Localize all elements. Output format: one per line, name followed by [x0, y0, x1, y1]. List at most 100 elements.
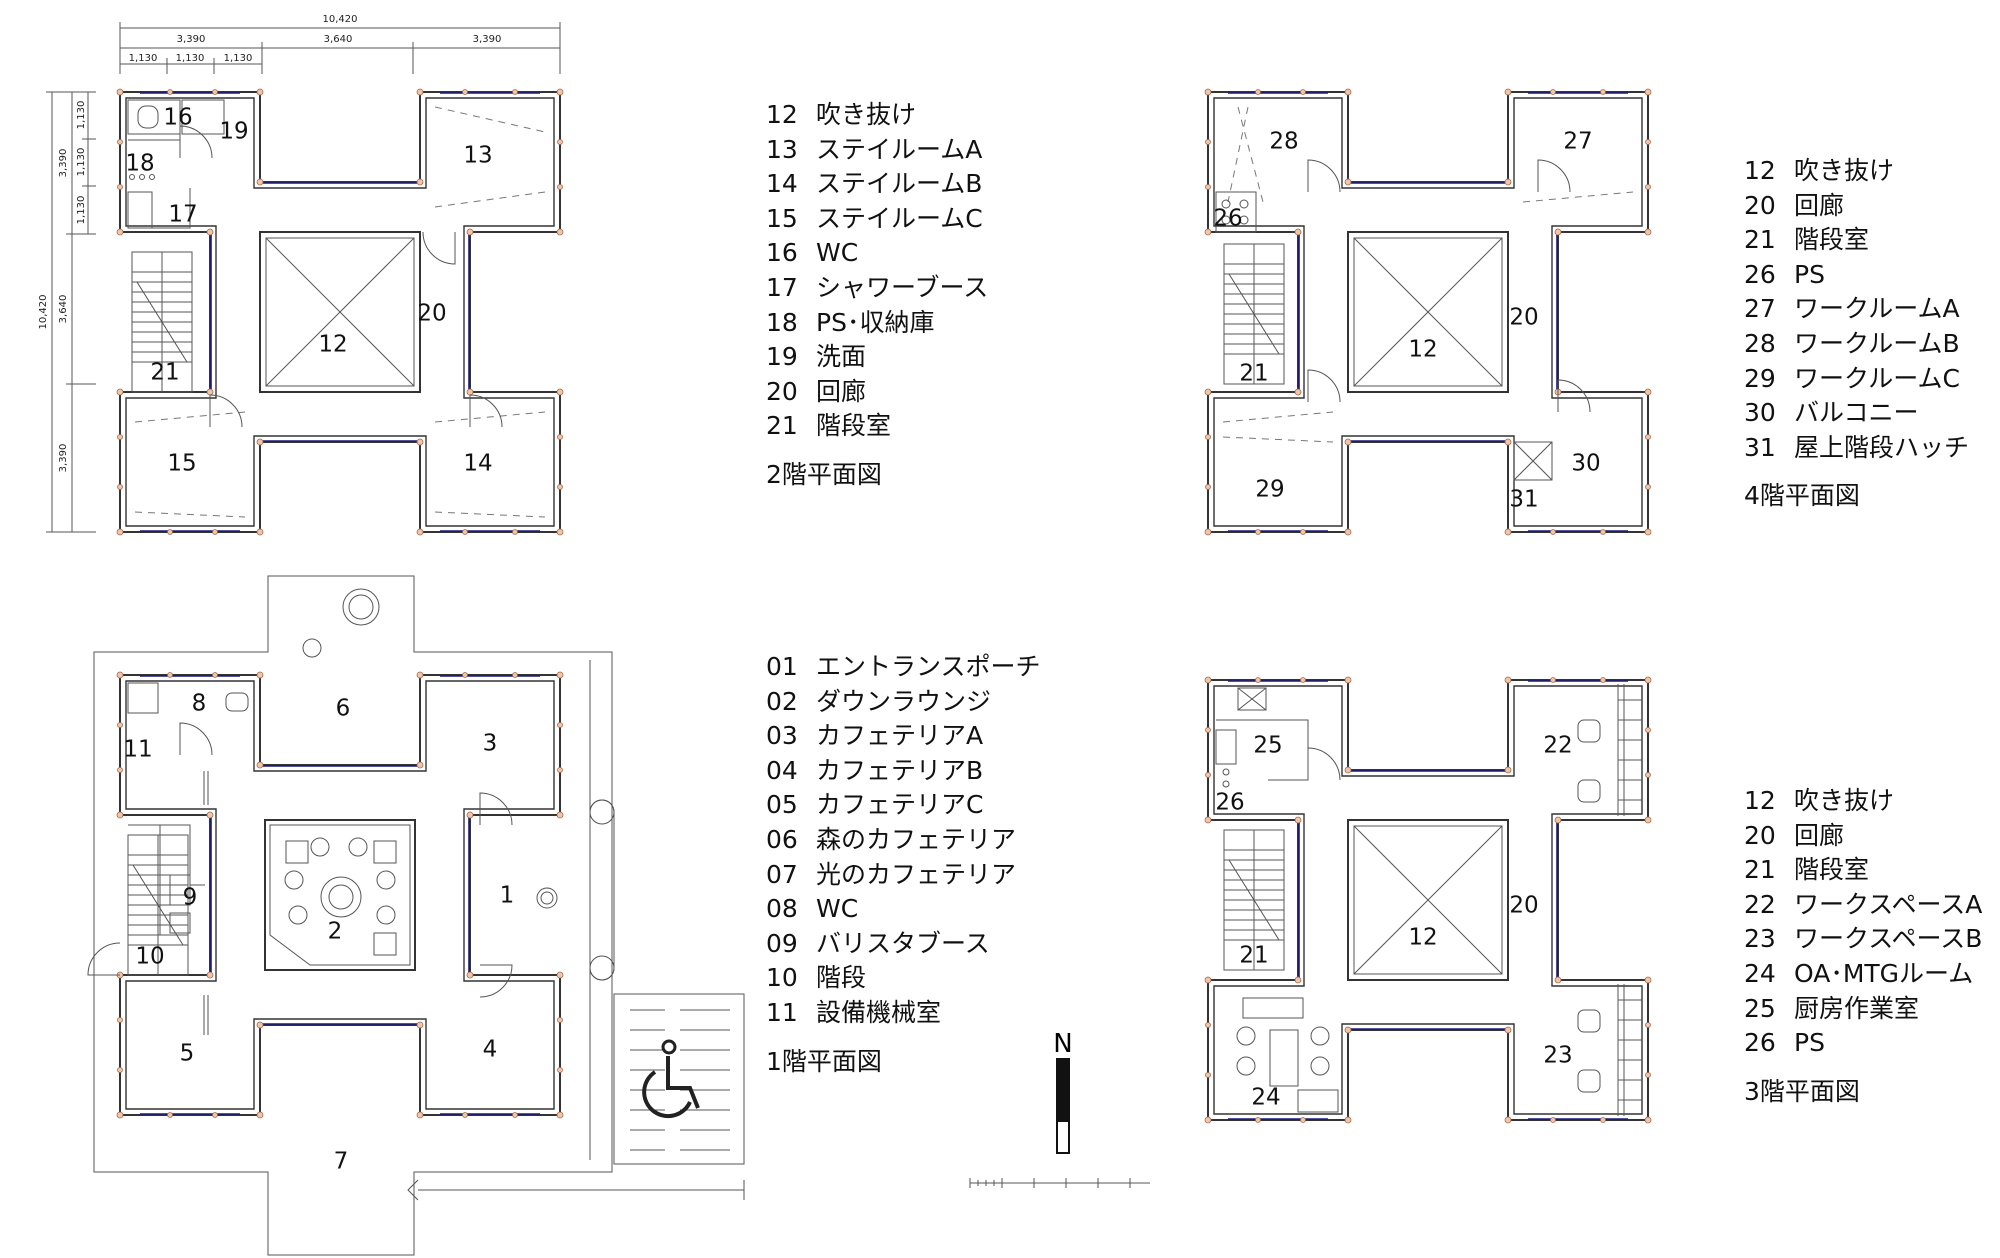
legend-label: WC — [816, 238, 859, 268]
floor2-dimensions: 10,420 3,390 3,640 3,390 1,130 1,130 1,1… — [38, 14, 561, 533]
legend-label: ステイルームC — [816, 203, 983, 233]
north-label: N — [1053, 1029, 1072, 1059]
legend-label: カフェテリアC — [816, 790, 984, 820]
legend-label: ステイルームB — [816, 169, 983, 199]
legend-num: 03 — [766, 721, 798, 751]
legend-label: WC — [816, 894, 859, 924]
legend-num: 17 — [766, 272, 798, 302]
f2-room-12: 12 — [318, 332, 347, 358]
dim-overall-top: 10,420 — [323, 14, 358, 25]
legend-label: ステイルームA — [816, 134, 983, 164]
f1-room-10: 10 — [135, 944, 164, 970]
legend-label: PS･収納庫 — [816, 307, 935, 337]
legend-row: 09 バリスタブース — [766, 927, 1041, 962]
f2-room-20: 20 — [417, 301, 446, 327]
legend-row: 08 WC — [766, 892, 1041, 927]
legend-num: 07 — [766, 859, 798, 889]
floor4-caption: 4階平面図 — [1744, 481, 1860, 511]
legend-num: 11 — [766, 997, 798, 1027]
f4-room-12: 12 — [1408, 337, 1437, 363]
f4-room-31: 31 — [1509, 487, 1538, 513]
f3-room-25: 25 — [1253, 733, 1282, 759]
legend-num: 22 — [1744, 889, 1776, 919]
f3-room-24: 24 — [1251, 1085, 1280, 1111]
legend-num: 04 — [766, 755, 798, 785]
legend-num: 09 — [766, 928, 798, 958]
legend-num: 01 — [766, 652, 798, 681]
legend-label: バリスタブース — [816, 928, 990, 958]
legend-num: 16 — [766, 238, 798, 268]
legend-label: ワークスペースB — [1794, 924, 1983, 954]
dim-outer-top-right: 3,390 — [473, 34, 502, 45]
f3-room-21: 21 — [1239, 943, 1268, 969]
legend-num: 05 — [766, 790, 798, 820]
floor2-caption: 2階平面図 — [766, 459, 882, 489]
f4-room-26: 26 — [1213, 206, 1242, 232]
dim-outer-left-bottom: 3,390 — [58, 444, 69, 473]
legend-row: 05 カフェテリアC — [766, 788, 1041, 823]
dim-sub-left-2: 1,130 — [76, 148, 87, 177]
legend-row: 21 階段室 — [1744, 853, 1982, 888]
legend-label: 吹き抜け — [816, 100, 917, 129]
f1-room-1: 1 — [500, 883, 515, 909]
legend-label: 階段室 — [1794, 855, 1870, 885]
floor3-plan: 25 22 26 20 12 21 24 23 — [1204, 676, 1652, 1124]
legend-label: ワークルームA — [1794, 294, 1960, 324]
legend-label: 吹き抜け — [1794, 786, 1895, 815]
f2-room-18: 18 — [125, 151, 154, 177]
dim-sub-left-3: 1,130 — [76, 196, 87, 225]
f4-room-28: 28 — [1269, 129, 1298, 155]
legend-label: バルコニー — [1794, 398, 1919, 428]
legend-num: 20 — [1744, 820, 1776, 850]
legend-num: 06 — [766, 824, 798, 854]
dim-sub-2: 1,130 — [176, 53, 205, 64]
f2-room-17: 17 — [168, 202, 197, 228]
f3-room-26: 26 — [1215, 790, 1244, 816]
legend-label: OA･MTGルーム — [1794, 958, 1974, 988]
f3-room-22: 22 — [1543, 733, 1572, 759]
floor2-plan: 16 19 18 17 13 12 20 21 15 14 — [116, 88, 564, 536]
dim-outer-top-left: 3,390 — [177, 34, 206, 45]
dim-overall-left: 10,420 — [38, 295, 49, 330]
legend-label: 屋上階段ハッチ — [1794, 432, 1970, 462]
legend-num: 08 — [766, 894, 798, 924]
f4-room-20: 20 — [1509, 305, 1538, 331]
floor3-caption: 3階平面図 — [1744, 1076, 1860, 1106]
legend-label: 階段 — [816, 963, 867, 993]
legend-row: 04 カフェテリアB — [766, 754, 1041, 789]
dim-outer-left-top: 3,390 — [58, 149, 69, 178]
f3-room-12: 12 — [1408, 925, 1437, 951]
legend-num: 19 — [766, 342, 798, 372]
legend-label: カフェテリアA — [816, 721, 984, 751]
legend-row: 24 OA･MTGルーム — [1744, 957, 1982, 992]
f2-room-19: 19 — [219, 119, 248, 145]
legend-num: 21 — [1744, 855, 1776, 885]
legend-num: 25 — [1744, 993, 1776, 1023]
dim-sub-3: 1,130 — [224, 53, 253, 64]
legend-label: 吹き抜け — [1794, 156, 1895, 185]
legend-label: カフェテリアB — [816, 755, 984, 785]
legend-label: ワークルームB — [1794, 328, 1960, 358]
legend-num: 24 — [1744, 958, 1776, 988]
dim-middle-top: 3,640 — [324, 34, 353, 45]
f1-room-7: 7 — [334, 1149, 349, 1175]
legend-num: 27 — [1744, 294, 1776, 324]
legend-label: エントランスポーチ — [816, 652, 1041, 681]
f2-room-21: 21 — [150, 360, 179, 386]
